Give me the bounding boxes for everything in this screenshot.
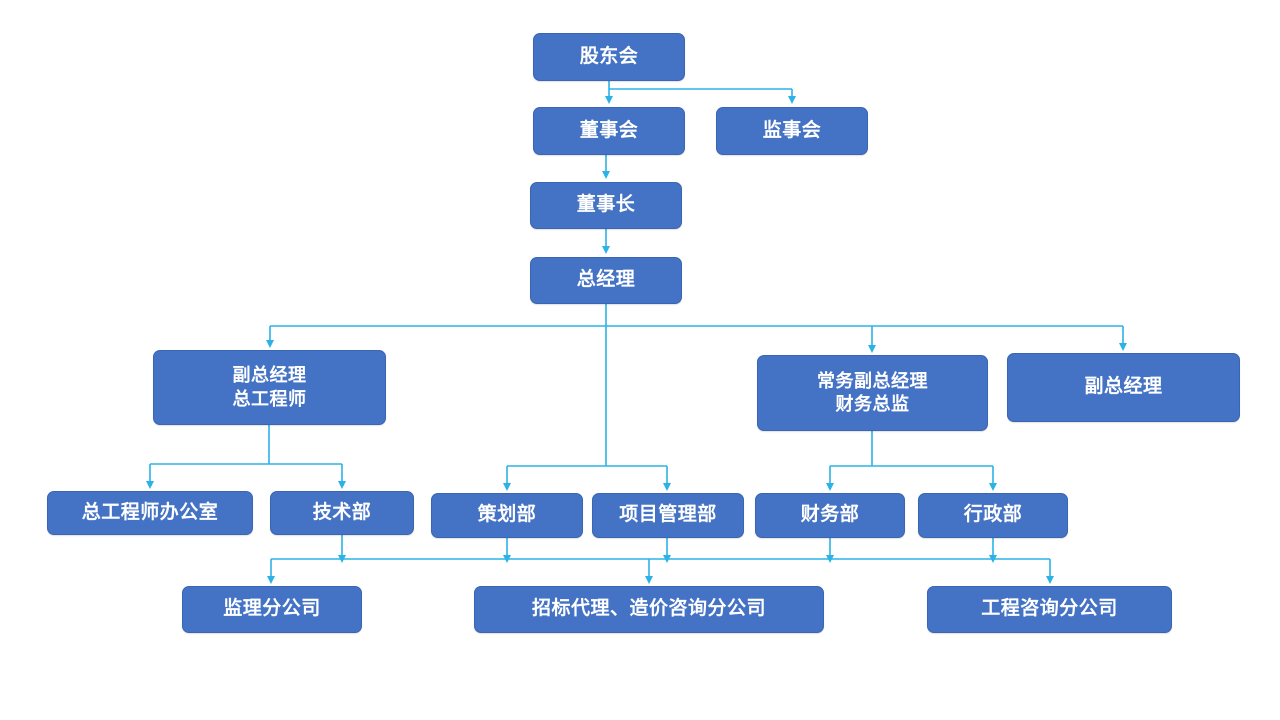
edge-gm-center-drop [503, 326, 671, 491]
org-node-chairman[interactable]: 董事长 [530, 182, 682, 229]
edge-gm-fanout-bus [266, 304, 1127, 353]
edge-departments-lower-bus [267, 535, 1054, 584]
org-node-supervision-branch[interactable]: 监理分公司 [182, 586, 362, 633]
org-node-label: 董事长 [576, 194, 636, 216]
org-node-supervisors[interactable]: 监事会 [716, 107, 868, 155]
org-node-exec-vice-gm-cfo[interactable]: 常务副总经理 财务总监 [757, 355, 988, 431]
org-node-label: 行政部 [963, 504, 1023, 526]
org-node-label: 监理分公司 [223, 598, 321, 620]
org-node-label: 副总经理 [1084, 376, 1163, 398]
org-node-engineering-consulting-branch[interactable]: 工程咨询分公司 [927, 586, 1172, 633]
edge-execvicegm-split [826, 431, 997, 491]
org-node-chief-engineer-office[interactable]: 总工程师办公室 [47, 491, 253, 535]
edge-vicegm-split [146, 425, 346, 489]
org-node-shareholders[interactable]: 股东会 [533, 33, 685, 81]
org-node-board[interactable]: 董事会 [533, 107, 685, 155]
org-node-label: 招标代理、造价咨询分公司 [531, 598, 766, 620]
org-node-label: 副总经理 总工程师 [232, 365, 307, 409]
org-node-label: 董事会 [579, 119, 639, 141]
org-node-vice-gm[interactable]: 副总经理 [1007, 353, 1240, 422]
org-node-label: 策划部 [477, 504, 537, 526]
org-node-label: 总经理 [576, 269, 636, 291]
org-node-vice-gm-chief-engineer[interactable]: 副总经理 总工程师 [153, 350, 386, 425]
org-node-administration-dept[interactable]: 行政部 [918, 493, 1068, 538]
org-node-label: 常务副总经理 财务总监 [817, 370, 928, 414]
org-node-label: 项目管理部 [619, 504, 717, 526]
org-node-finance-dept[interactable]: 财务部 [755, 493, 905, 538]
org-node-planning-dept[interactable]: 策划部 [431, 493, 583, 538]
org-node-label: 总工程师办公室 [81, 501, 219, 523]
org-node-label: 工程咨询分公司 [981, 598, 1118, 620]
org-node-bidding-cost-branch[interactable]: 招标代理、造价咨询分公司 [474, 586, 824, 633]
org-node-project-management-dept[interactable]: 项目管理部 [592, 493, 744, 538]
org-node-technology-dept[interactable]: 技术部 [270, 491, 414, 535]
org-node-general-manager[interactable]: 总经理 [530, 257, 682, 304]
org-node-label: 技术部 [312, 501, 372, 523]
edge-shareholders-bus [605, 81, 796, 104]
org-node-label: 监事会 [762, 119, 822, 141]
org-node-label: 财务部 [800, 504, 860, 526]
org-node-label: 股东会 [579, 45, 639, 67]
